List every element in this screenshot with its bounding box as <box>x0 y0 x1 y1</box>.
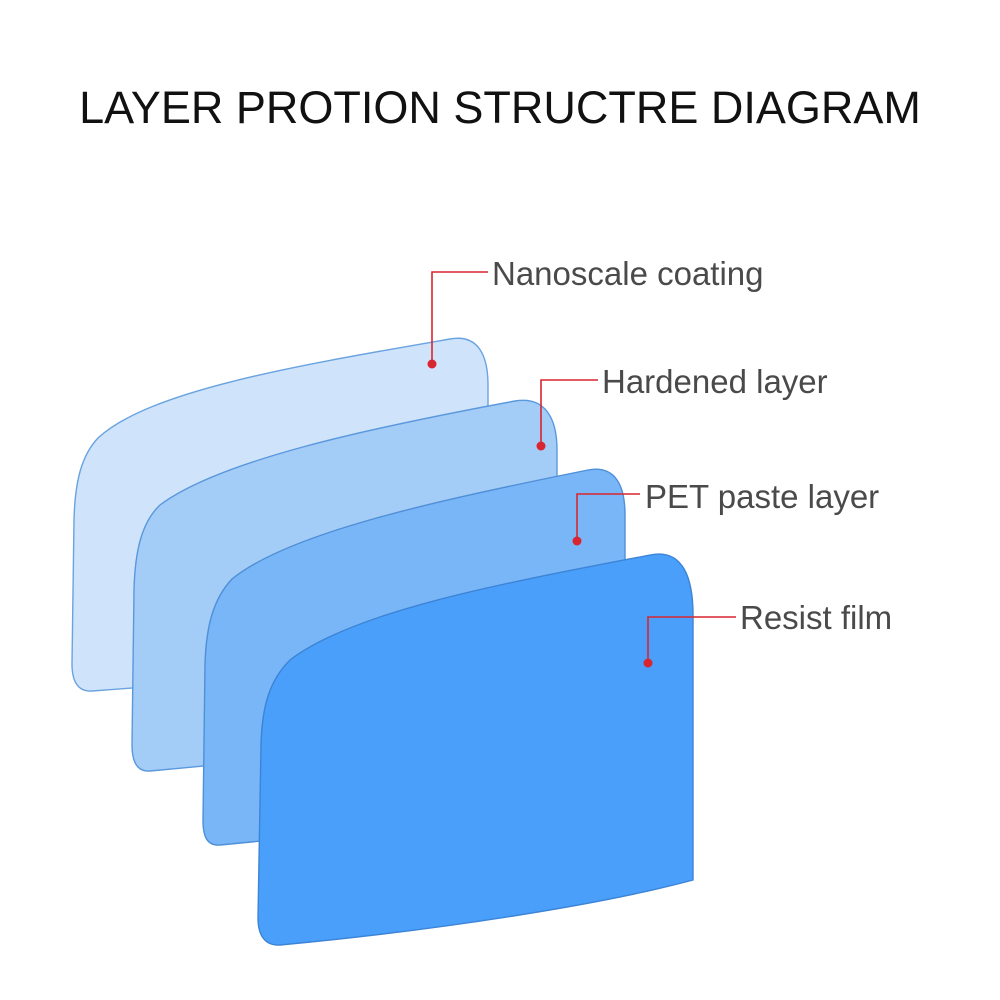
label-nanoscale-coating: Nanoscale coating <box>492 255 764 292</box>
label-pet-paste-layer: PET paste layer <box>645 478 880 515</box>
label-hardened-layer: Hardened layer <box>602 363 828 400</box>
leader-line-hardened-layer <box>536 379 598 451</box>
leader-line-pet-paste-layer <box>572 493 640 546</box>
layer-sheet-resist-film <box>257 553 694 946</box>
label-resist-film: Resist film <box>740 599 893 636</box>
diagram-title: LAYER PROTION STRUCTRE DIAGRAM <box>79 82 921 133</box>
leader-line-resist-film <box>643 616 736 668</box>
leader-line-nanoscale-coating <box>427 271 488 369</box>
